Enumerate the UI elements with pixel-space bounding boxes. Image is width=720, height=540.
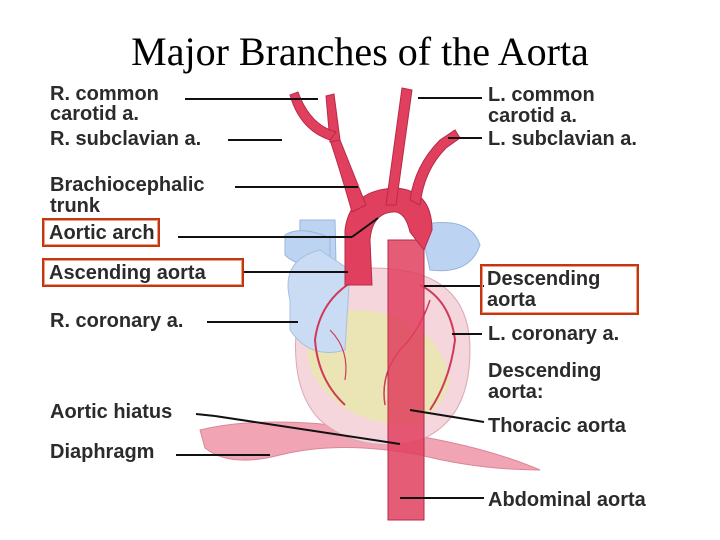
label-brachiocephalic-line1: Brachiocephalic — [50, 174, 205, 196]
label-aortic-arch: Aortic arch — [42, 218, 160, 247]
descending-aorta-shape — [388, 240, 424, 520]
pulmonary-vessels-right — [419, 222, 481, 272]
page-title: Major Branches of the Aorta — [131, 29, 589, 74]
leader-lines — [176, 97, 485, 499]
label-l-common-carotid-line2: carotid a. — [488, 105, 577, 127]
label-l-common-carotid-line1: L. common — [488, 84, 595, 106]
label-descending-aorta-box: Descending aorta — [480, 264, 639, 315]
label-r-common-carotid-line2: carotid a. — [50, 103, 139, 125]
label-abdominal-aorta: Abdominal aorta — [488, 489, 646, 511]
label-descending-aorta-line1: Descending — [488, 360, 602, 382]
l-subclavian-shape — [409, 129, 461, 206]
left-ventricle — [287, 249, 351, 353]
label-thoracic-aorta: Thoracic aorta — [488, 415, 626, 437]
label-l-coronary: L. coronary a. — [488, 323, 620, 345]
label-r-subclavian: R. subclavian a. — [50, 128, 202, 150]
label-ascending-aorta: Ascending aorta — [42, 258, 244, 287]
label-l-subclavian: L. subclavian a. — [488, 128, 637, 150]
label-descending-aorta-line2: aorta: — [488, 381, 544, 403]
ascending-aorta-shape — [344, 187, 433, 286]
brachiocephalic-trunk-shape — [329, 134, 367, 213]
right-coronary-artery — [313, 279, 356, 406]
label-aortic-hiatus: Aortic hiatus — [50, 401, 173, 423]
r-subclavian-shape — [289, 91, 337, 141]
label-r-common-carotid-line1: R. common — [50, 83, 159, 105]
label-diaphragm: Diaphragm — [50, 441, 155, 463]
l-common-carotid-shape — [385, 87, 413, 206]
left-coronary-artery — [419, 284, 457, 411]
label-brachiocephalic-line2: trunk — [50, 195, 100, 217]
label-descending-aorta-box-line1: Descending — [487, 268, 601, 290]
label-r-coronary: R. coronary a. — [50, 310, 184, 332]
label-descending-aorta-box-line2: aorta — [487, 289, 536, 311]
